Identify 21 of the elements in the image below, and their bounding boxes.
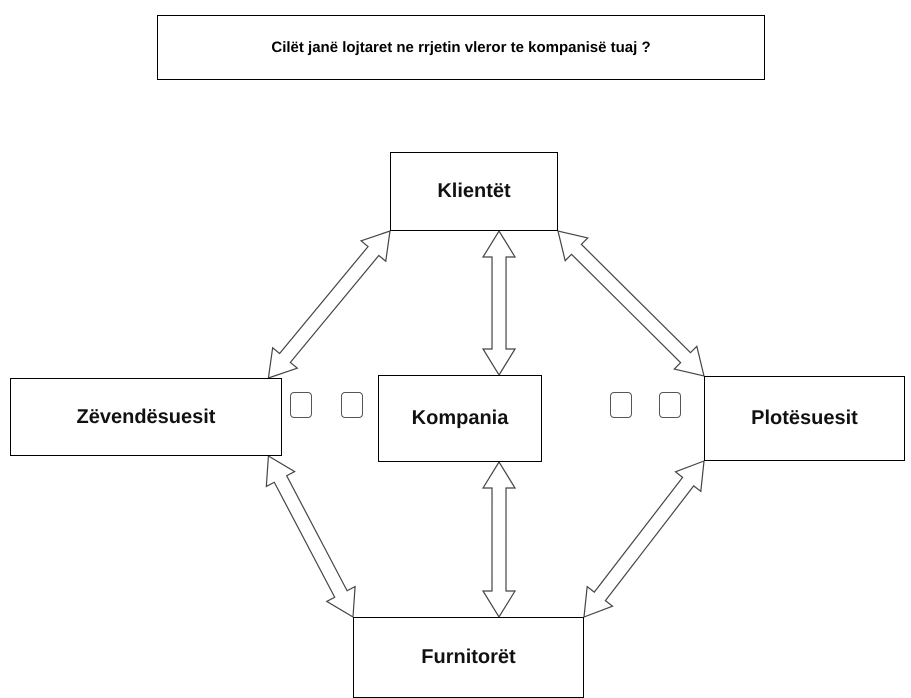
double-arrow (482, 460, 516, 618)
node-label: Plotësuesit (751, 407, 858, 430)
process-box (390, 152, 558, 231)
empty-square (610, 392, 632, 418)
node-label: Furnitorët (421, 646, 516, 669)
process-box (353, 617, 584, 698)
empty-square (341, 392, 363, 418)
double-arrow (268, 230, 391, 379)
empty-square (290, 392, 312, 418)
process-box (704, 376, 905, 461)
title-text: Cilët janë lojtaret ne rrjetin vleror te kompanisë tuaj ? (271, 39, 651, 56)
node-label: Zëvendësuesit (76, 406, 216, 428)
empty-square (659, 392, 681, 418)
node-label: Klientët (437, 180, 511, 203)
process-box (10, 378, 282, 456)
process-box (378, 375, 542, 462)
double-arrow (557, 230, 705, 377)
double-arrow (482, 230, 516, 376)
double-arrow (583, 460, 705, 618)
double-arrow (266, 454, 356, 618)
node-label: Kompania (412, 407, 508, 430)
